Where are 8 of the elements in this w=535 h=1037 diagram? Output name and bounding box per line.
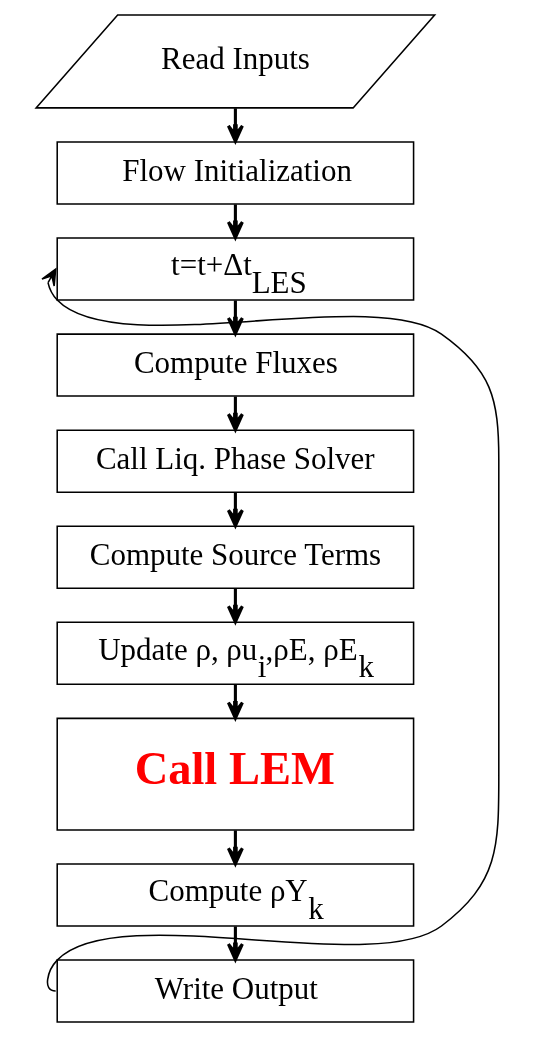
arrow [226, 830, 244, 866]
node-box: Flow Initialization [56, 141, 415, 205]
node-box: Write Output [56, 959, 415, 1023]
node-box: Compute Fluxes [56, 333, 415, 397]
arrow [226, 204, 244, 240]
node-box: Call LEM [56, 717, 415, 831]
node-box: Call Liq. Phase Solver [56, 429, 415, 493]
node-box: Compute Source Terms [56, 525, 415, 589]
